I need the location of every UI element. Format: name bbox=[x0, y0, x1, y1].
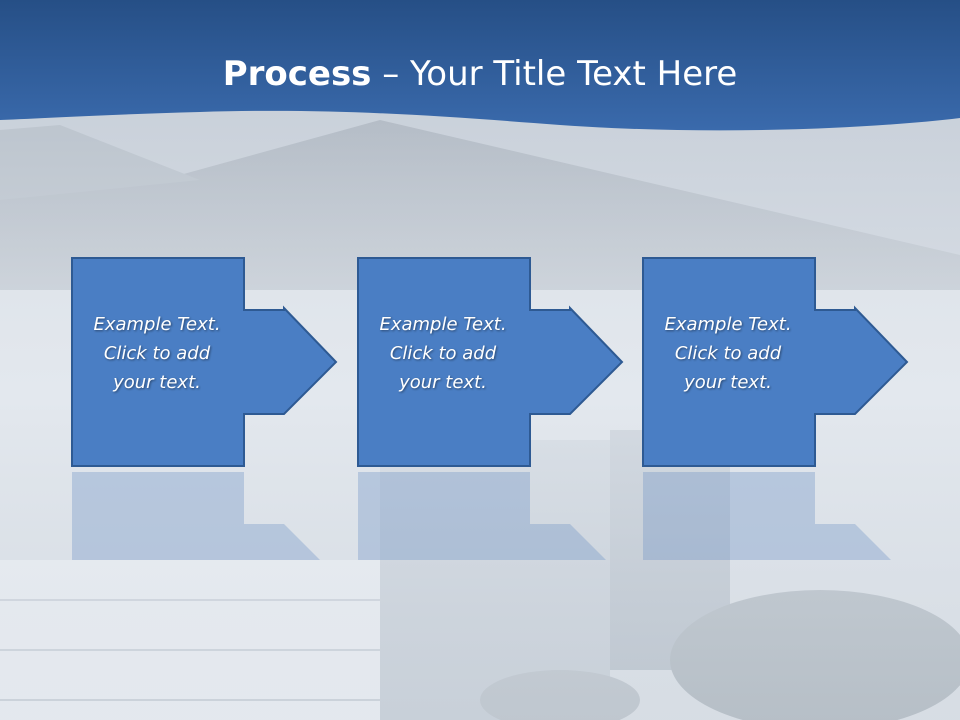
title-bold-part: Process bbox=[222, 54, 372, 94]
step-reflection-1 bbox=[70, 470, 340, 560]
step-reflection-2 bbox=[356, 470, 626, 560]
step-reflection-3 bbox=[641, 470, 911, 560]
box-arrow-shape bbox=[71, 257, 338, 467]
box-arrow-shape bbox=[357, 257, 624, 467]
slide-title[interactable]: Process – Your Title Text Here bbox=[0, 52, 960, 96]
title-rest-part: – Your Title Text Here bbox=[371, 54, 738, 94]
step-text[interactable]: Example Text. Click to add your text. bbox=[379, 314, 507, 393]
step-text[interactable]: Example Text. Click to add your text. bbox=[93, 314, 221, 393]
process-step-3[interactable]: Example Text. Click to add your text. bbox=[641, 256, 911, 468]
box-arrow-shape bbox=[642, 257, 909, 467]
header-banner bbox=[0, 0, 960, 131]
process-step-1[interactable]: Example Text. Click to add your text. bbox=[70, 256, 340, 468]
process-step-2[interactable]: Example Text. Click to add your text. bbox=[356, 256, 626, 468]
step-text[interactable]: Example Text. Click to add your text. bbox=[664, 314, 792, 393]
